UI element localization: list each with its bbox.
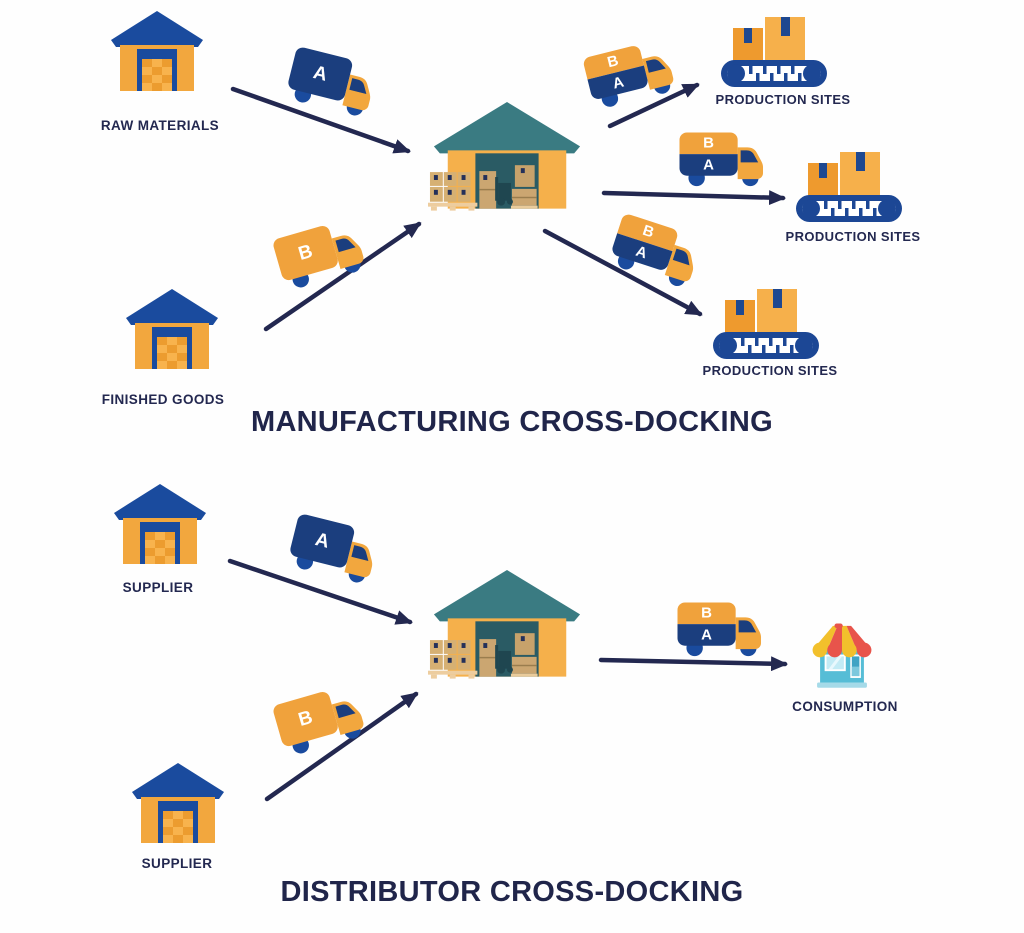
finished-goods-label: FINISHED GOODS <box>101 392 225 407</box>
supplier-1-warehouse-icon <box>110 483 210 565</box>
truck-ba-outbound-2-icon: B A <box>678 131 766 188</box>
truck-ba-top-letter: B <box>703 134 714 152</box>
production-site-3-conveyor-icon <box>711 286 821 361</box>
arrow-finished-goods-to-hub <box>263 221 422 332</box>
truck-ba-bottom-letter: A <box>703 156 714 174</box>
supplier-2-label: SUPPLIER <box>141 856 213 871</box>
truck-ba-outbound-icon: B A <box>676 601 764 658</box>
arrow-hub-to-production-2 <box>601 190 786 206</box>
arrow-hub-to-production-3 <box>542 228 703 317</box>
production-site-2-conveyor-icon <box>794 149 904 224</box>
production-sites-2-label: PRODUCTION SITES <box>785 229 921 244</box>
arrow-raw-materials-to-hub <box>230 86 411 154</box>
consumption-label: CONSUMPTION <box>792 699 898 714</box>
arrow-supplier1-to-hub <box>227 558 413 625</box>
distributor-title: DISTRIBUTOR CROSS-DOCKING <box>280 876 744 908</box>
manufacturing-title: MANUFACTURING CROSS-DOCKING <box>250 406 774 438</box>
cross-dock-hub-warehouse-icon <box>428 100 586 214</box>
finished-goods-warehouse-icon <box>122 288 222 370</box>
truck-ba-top-letter: B <box>701 604 712 622</box>
consumption-store-icon <box>808 616 876 692</box>
cross-dock-hub-warehouse-icon <box>428 568 586 682</box>
production-sites-3-label: PRODUCTION SITES <box>702 363 838 378</box>
arrow-hub-to-consumption <box>598 656 788 672</box>
raw-materials-warehouse-icon <box>107 10 207 92</box>
raw-materials-label: RAW MATERIALS <box>100 118 220 133</box>
production-sites-1-label: PRODUCTION SITES <box>715 92 851 107</box>
arrow-hub-to-production-1 <box>607 82 700 129</box>
production-site-1-conveyor-icon <box>719 14 829 89</box>
supplier-2-warehouse-icon <box>128 762 228 844</box>
supplier-1-label: SUPPLIER <box>122 580 194 595</box>
arrow-supplier2-to-hub <box>264 691 419 802</box>
truck-ba-bottom-letter: A <box>701 626 712 644</box>
